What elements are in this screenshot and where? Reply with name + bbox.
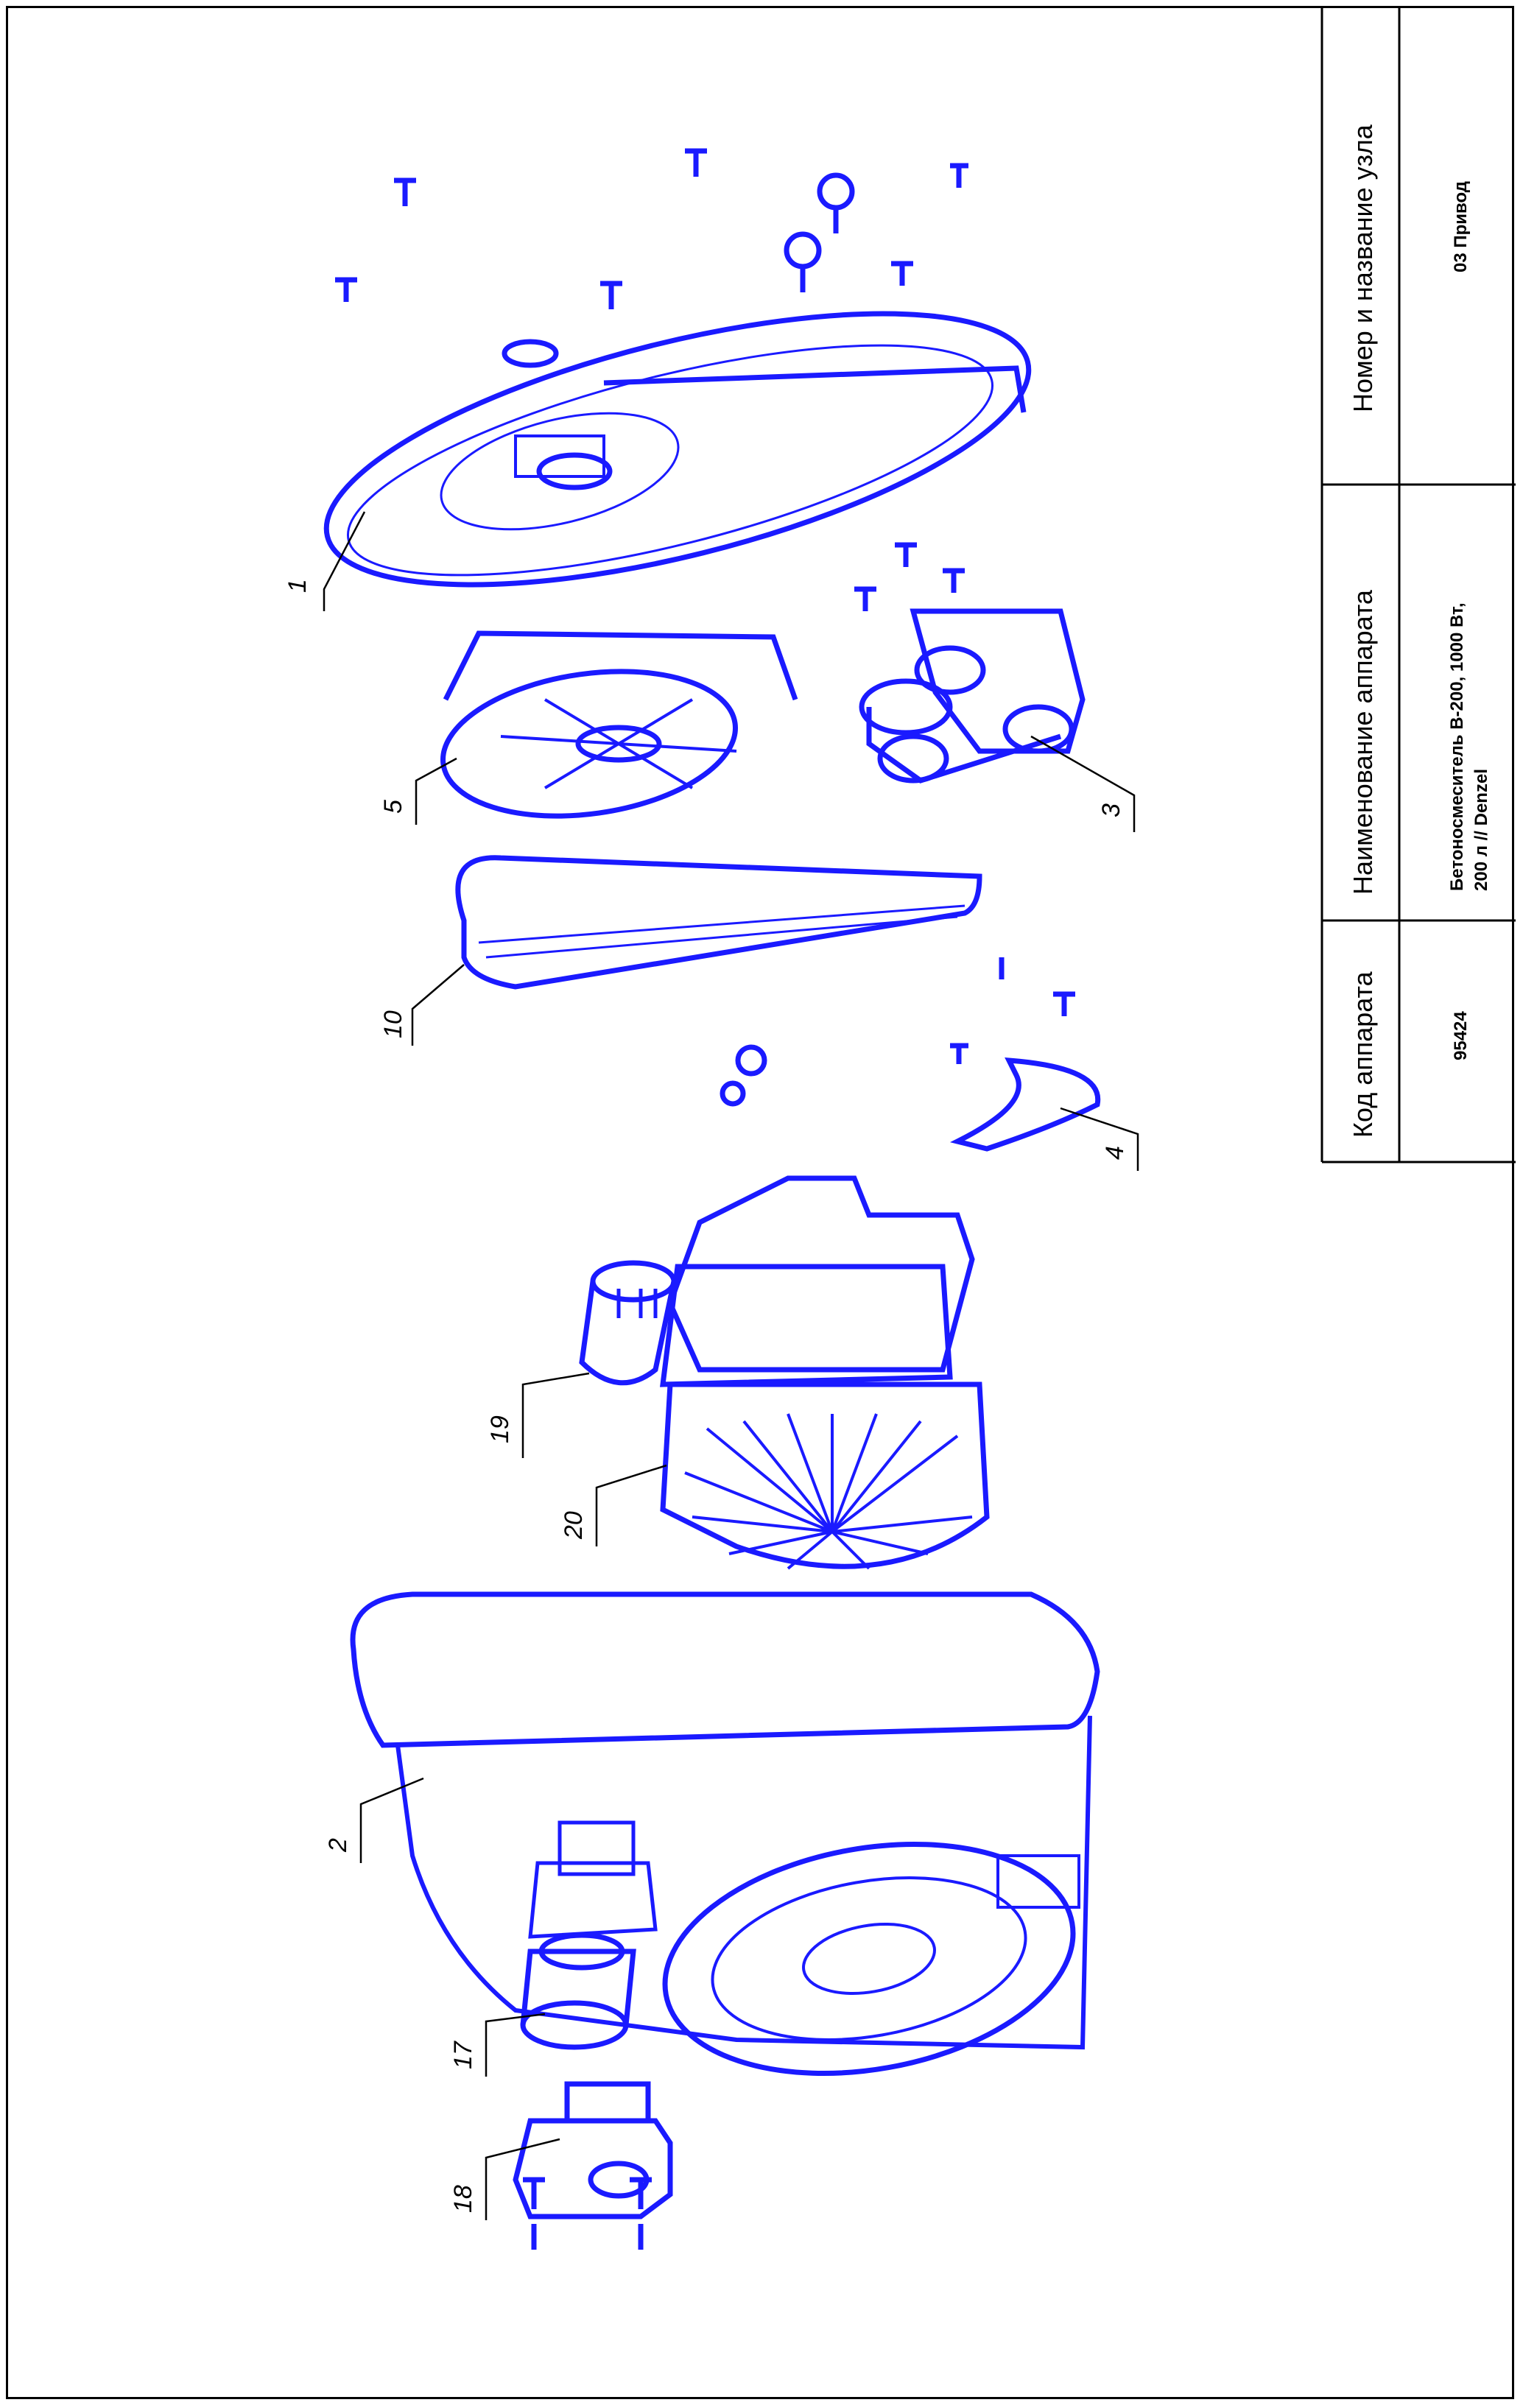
bracket-plate-part bbox=[720, 957, 1101, 1152]
belt-part bbox=[455, 855, 982, 990]
callout-4: 4 bbox=[1101, 1146, 1129, 1160]
switch-part bbox=[513, 2081, 673, 2250]
leader-lines bbox=[323, 511, 1139, 2220]
callout-1: 1 bbox=[284, 579, 312, 593]
header-code: Код аппарата bbox=[1348, 971, 1378, 1138]
capacitor-part bbox=[579, 1260, 677, 1386]
pulley-part bbox=[440, 630, 798, 819]
screws-top bbox=[335, 148, 968, 368]
drawing-frame bbox=[6, 6, 1514, 2399]
value-device-name-line1: Бетоносмеситель В-200, 1000 Вт, bbox=[1447, 602, 1467, 891]
title-block-grid bbox=[1320, 6, 1516, 1163]
value-code: 95424 bbox=[1451, 1011, 1471, 1060]
callout-20: 20 bbox=[560, 1511, 588, 1540]
callout-labels: 1 5 3 10 4 19 20 2 17 18 bbox=[284, 579, 1129, 2213]
gearbox-housing-part bbox=[350, 1591, 1100, 2077]
value-device-name-line2: 200 л // Denzel bbox=[1471, 769, 1491, 891]
header-unit: Номер и название узла bbox=[1348, 124, 1378, 412]
callout-19: 19 bbox=[486, 1415, 514, 1443]
value-unit: 03 Привод bbox=[1451, 180, 1471, 272]
callout-3: 3 bbox=[1097, 803, 1125, 817]
callout-2: 2 bbox=[324, 1838, 352, 1853]
motor-part bbox=[660, 1175, 990, 1570]
motor-bracket-part bbox=[854, 542, 1086, 784]
callout-18: 18 bbox=[449, 2185, 477, 2213]
callout-10: 10 bbox=[379, 1010, 407, 1038]
callout-17: 17 bbox=[449, 2041, 477, 2069]
belt-cover-part bbox=[323, 311, 1032, 588]
callout-5: 5 bbox=[379, 800, 407, 814]
header-device-name: Наименование аппарата bbox=[1348, 590, 1378, 895]
bearing-housing-part bbox=[520, 1932, 636, 2050]
